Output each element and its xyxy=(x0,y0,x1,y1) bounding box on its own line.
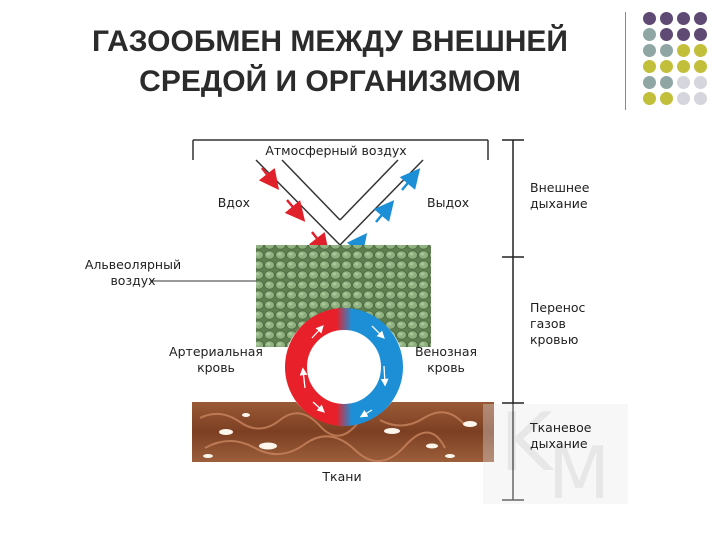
decor-dot xyxy=(660,12,673,25)
arterial-label-line-2: кровь xyxy=(197,360,235,375)
decor-dot xyxy=(677,76,690,89)
stage-tissue-breathing-line-1: Тканевое xyxy=(529,420,592,435)
decor-dot xyxy=(643,92,656,105)
blood-circulation-ring xyxy=(284,308,404,426)
decor-dot xyxy=(677,44,690,57)
venous-label-line-2: кровь xyxy=(427,360,465,375)
decor-dot xyxy=(643,28,656,41)
stage-external-breathing-line-1: Внешнее xyxy=(530,180,590,195)
decor-dot xyxy=(643,12,656,25)
blood-flow-arrows xyxy=(299,325,389,418)
decor-dot xyxy=(694,92,707,105)
decor-dot xyxy=(677,12,690,25)
stage-axis xyxy=(502,139,524,501)
decor-dot xyxy=(643,60,656,73)
decor-dot xyxy=(643,76,656,89)
title-line-2: СРЕДОЙ И ОРГАНИЗМОМ xyxy=(139,65,521,98)
stage-external-breathing-line-2: дыхание xyxy=(530,196,588,211)
arterial-label-line-1: Артериальная xyxy=(169,344,263,359)
alveolar-label-line-2: воздух xyxy=(110,273,155,288)
km-watermark-logo: K M xyxy=(483,396,628,515)
decor-dot xyxy=(677,92,690,105)
stage-tissue-breathing-line-2: дыхание xyxy=(530,436,588,451)
inhale-arrows xyxy=(258,167,330,254)
decor-dot xyxy=(694,60,707,73)
title-line-1: ГАЗООБМЕН МЕЖДУ ВНЕШНЕЙ xyxy=(92,25,568,58)
stage-gas-transport-line-3: кровью xyxy=(530,332,578,347)
inhale-label: Вдох xyxy=(218,195,250,210)
decorative-dot-grid xyxy=(643,12,713,106)
tissues-label: Ткани xyxy=(321,469,361,484)
svg-text:M: M xyxy=(548,431,610,515)
decor-dot xyxy=(694,44,707,57)
stage-gas-transport-line-2: газов xyxy=(530,316,566,331)
decor-dot xyxy=(660,44,673,57)
decor-dot xyxy=(677,28,690,41)
decor-dot xyxy=(694,76,707,89)
decor-dot xyxy=(660,28,673,41)
stage-gas-transport-line-1: Перенос xyxy=(530,300,586,315)
svg-text:K: K xyxy=(500,396,555,489)
exhale-arrows xyxy=(346,168,421,256)
decor-dot xyxy=(660,76,673,89)
exhale-label: Выдох xyxy=(427,195,469,210)
alveolar-label-line-1: Альвеолярный xyxy=(85,257,181,272)
decor-dot xyxy=(660,60,673,73)
decor-dot xyxy=(677,60,690,73)
atmosphere-label: Атмосферный воздух xyxy=(265,143,406,158)
title-divider xyxy=(625,12,626,110)
decor-dot xyxy=(694,12,707,25)
decor-dot xyxy=(694,28,707,41)
decor-dot xyxy=(660,92,673,105)
decor-dot xyxy=(643,44,656,57)
slide-title: ГАЗООБМЕН МЕЖДУ ВНЕШНЕЙ СРЕДОЙ И ОРГАНИЗ… xyxy=(20,22,640,102)
venous-label-line-1: Венозная xyxy=(415,344,477,359)
